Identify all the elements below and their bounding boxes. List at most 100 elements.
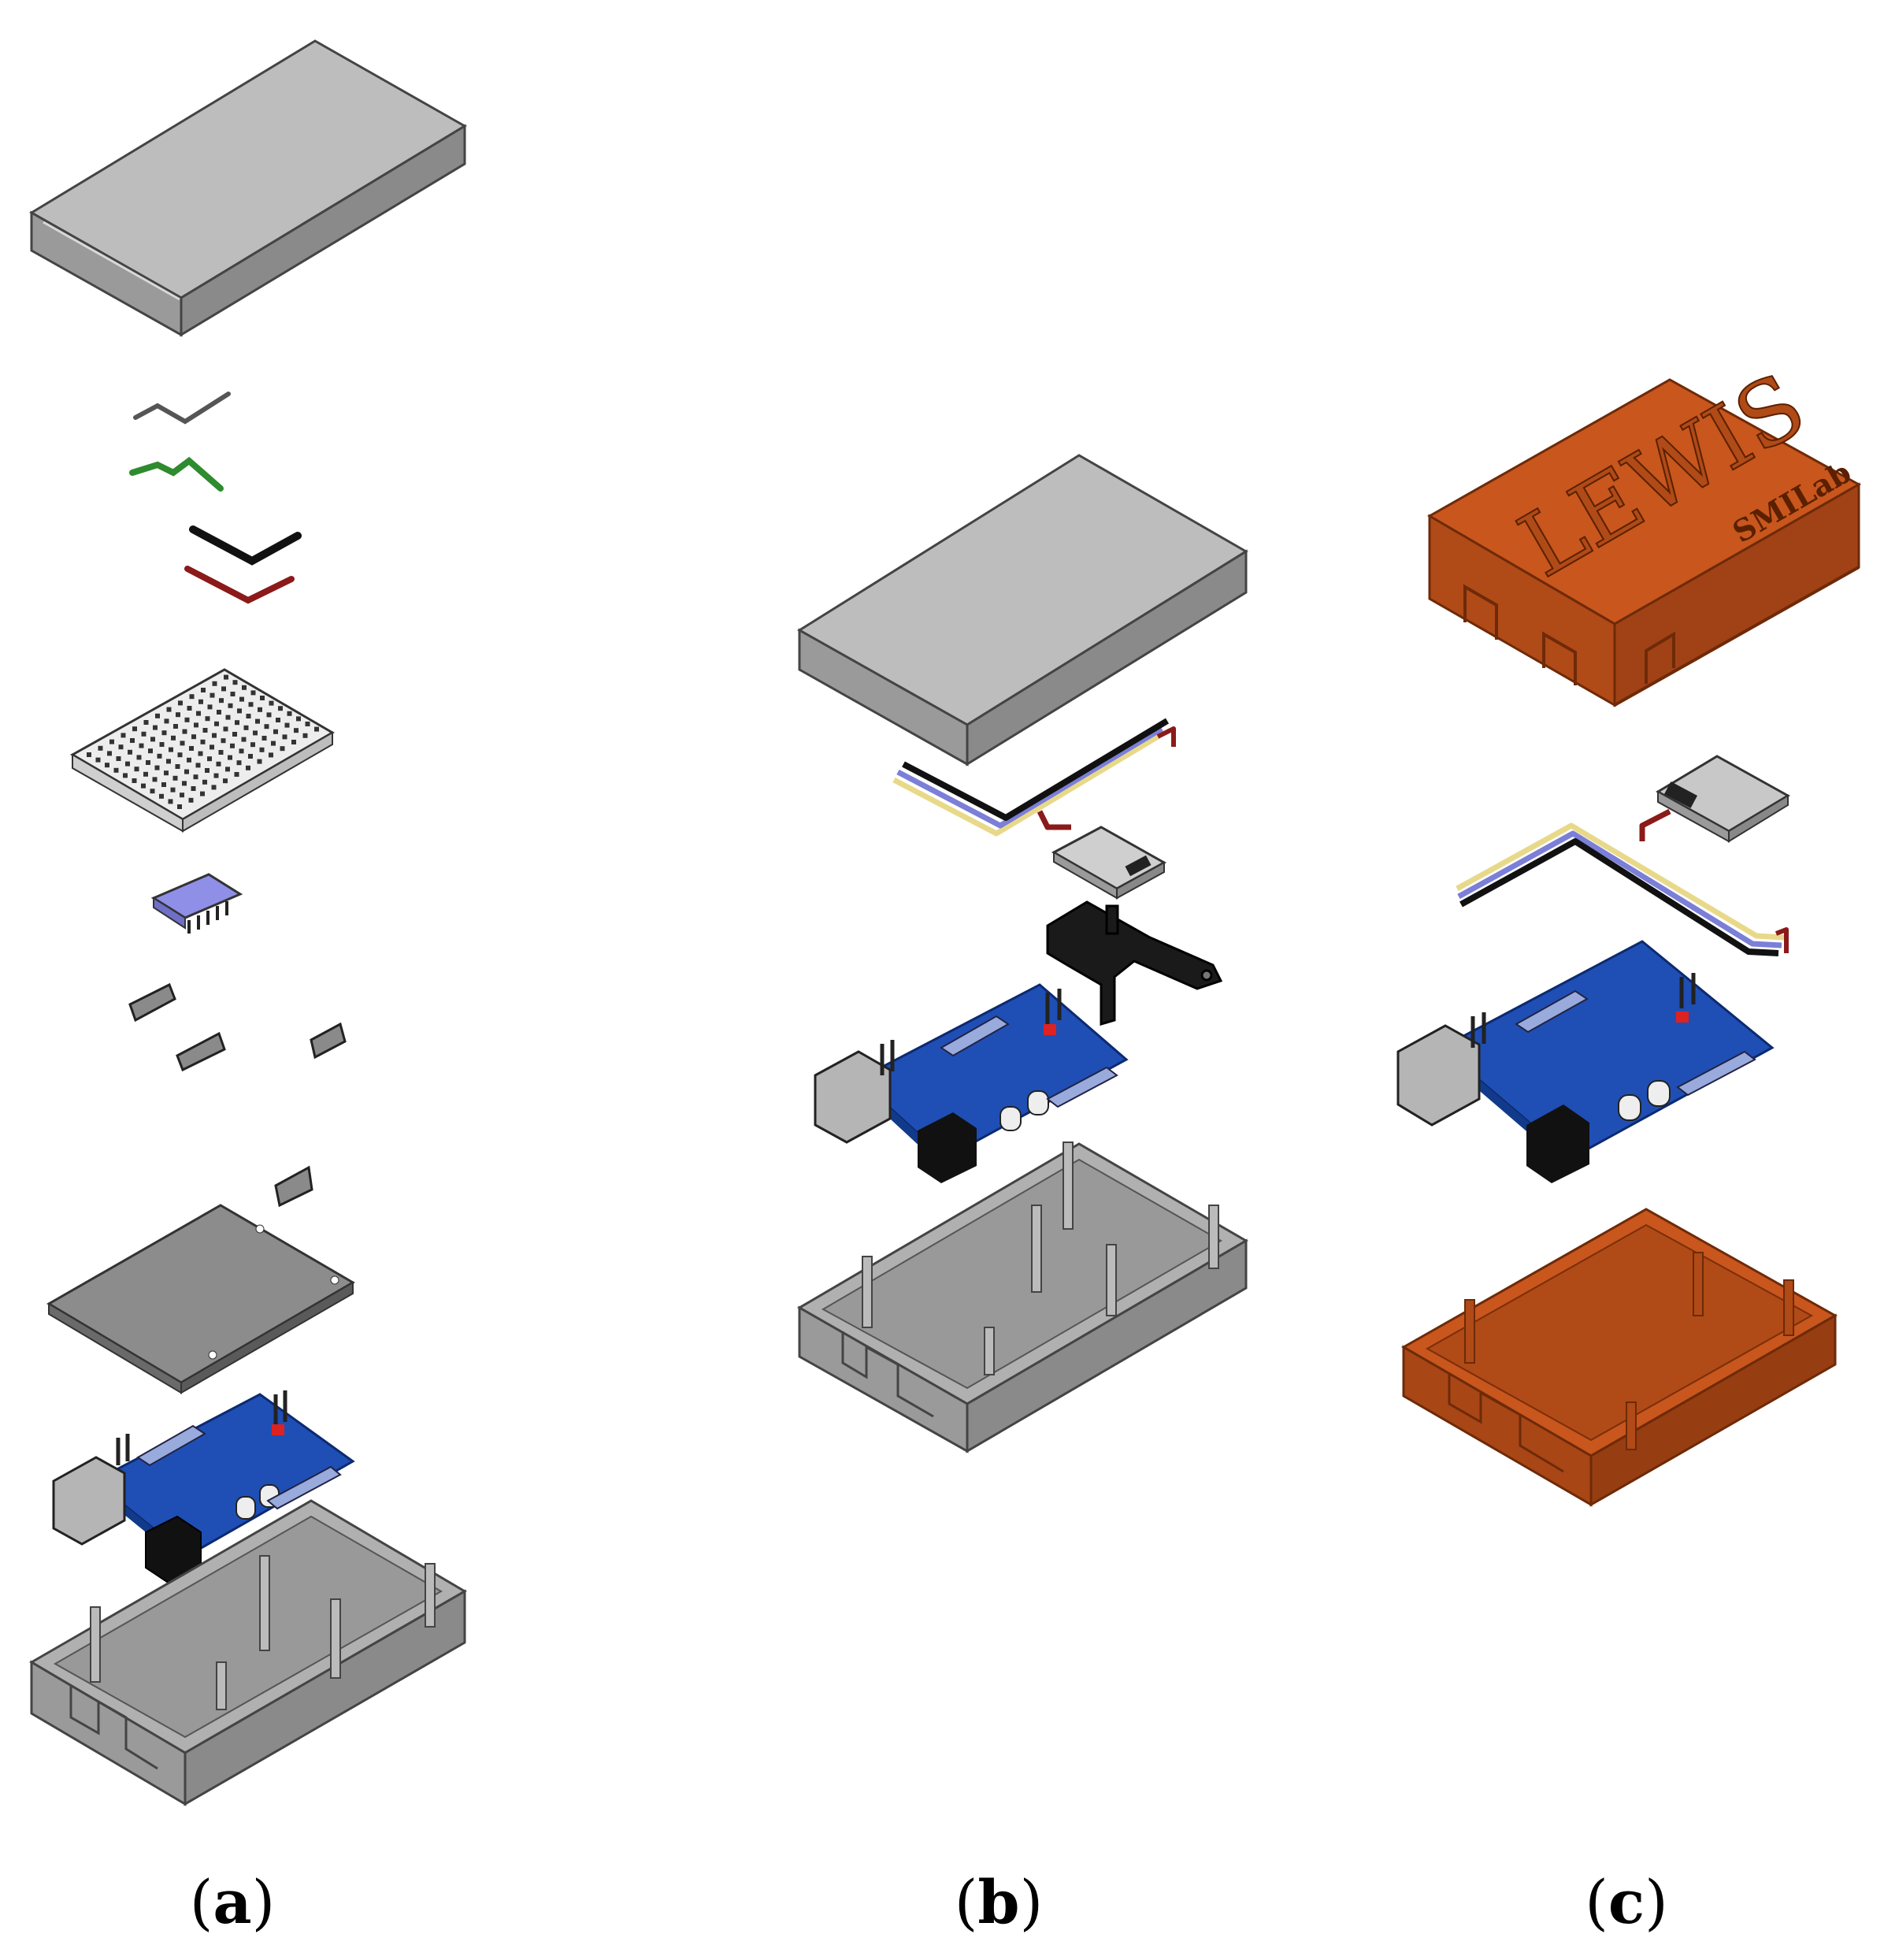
perfboard-hole [189,746,194,751]
wire-green [129,456,224,492]
perfboard-hole [221,738,226,744]
perfboard-hole [291,740,296,744]
perfboard-hole [246,714,251,718]
perfboard-hole [243,725,249,730]
perfboard-hole [207,756,212,762]
perfboard-hole [246,765,250,770]
perfboard-hole [234,772,239,777]
wire-red [184,566,295,604]
perfboard-hole [196,711,201,716]
perfboard-hole [193,774,198,780]
perfboard-hole [143,720,149,725]
wire-black [189,525,302,566]
perfboard-hole [172,775,178,781]
panel-a-arduino-board [52,1390,355,1585]
panel-a-perfboard [69,668,335,833]
perfboard-hole [212,681,217,686]
perfboard-hole [180,741,185,746]
perfboard-hole [109,739,114,744]
perfboard-hole [224,674,228,680]
perfboard-hole [266,712,272,718]
perfboard-hole [146,760,150,765]
perfboard-hole [132,726,137,732]
panel-a-enclosure-base [29,1499,467,1806]
perfboard-hole [264,724,269,729]
perfboard-hole [258,707,262,712]
perfboard-hole [184,769,189,774]
perfboard-hole [188,797,194,803]
panel-c-wire-bundle [1456,808,1789,956]
perfboard-hole [269,752,273,758]
perfboard-hole [191,786,196,791]
perfboard-hole [205,768,210,773]
perfboard-hole [242,685,247,690]
perfboard-hole [168,799,173,804]
perfboard-hole [121,733,126,738]
wire-gray [133,392,231,425]
panel-label-b: (b) [954,1867,1044,1937]
perfboard-hole [157,753,162,759]
perfboard-hole [195,763,201,768]
perfboard-hole [259,747,265,752]
perfboard-hole [271,741,276,746]
perfboard-hole [294,728,299,733]
perfboard-hole [113,767,119,773]
perfboard-hole [141,731,146,737]
perfboard-hole [223,726,228,732]
perfboard-hole [154,765,160,770]
perfboard-hole [164,770,169,776]
perfboard-hole [236,760,242,766]
perfboard-hole [177,752,183,758]
perfboard-hole [98,745,103,751]
perfboard-hole [250,742,255,748]
perfboard-hole [95,757,101,763]
perfboard-hole [212,733,217,738]
panel-a-exploded-view [29,39,467,1806]
perfboard-hole [223,778,228,784]
perfboard-hole [161,782,166,787]
perfboard-hole [284,722,290,728]
perfboard-hole [216,761,221,767]
panel-c-sensor-module [1656,755,1790,843]
perfboard-hole [228,703,233,708]
perfboard-hole [207,704,213,710]
perfboard-hole [210,744,214,750]
perfboard-hole [228,755,232,760]
perfboard-hole [148,748,153,754]
perfboard-hole [166,759,171,764]
perfboard-hole [194,722,198,728]
panel-b-arduino-board [814,983,1129,1183]
perfboard-hole [177,804,182,809]
panel-label-c: (c) [1585,1867,1668,1937]
perfboard-hole [118,744,124,750]
perfboard-hole [166,707,172,712]
perfboard-hole [225,715,231,720]
perfboard-hole [169,747,173,752]
perfboard-hole [257,759,262,764]
perfboard-hole [296,716,301,722]
perfboard-hole [152,777,158,782]
perfboard-hole [202,728,208,733]
perfboard-hole [248,754,253,759]
panel-a-header-connectors [128,982,347,1208]
perfboard-hole [200,791,205,796]
perfboard-hole [278,706,283,711]
perfboard-hole [217,710,221,715]
perfboard-hole [173,724,178,729]
perfboard-hole [225,767,230,772]
perfboard-hole [305,722,310,726]
perfboard-hole [260,696,265,700]
panel-a-sensor-chip [150,873,243,934]
perfboard-hole [239,748,244,754]
perfboard-hole [261,736,267,741]
panel-c-arduino-board [1396,940,1775,1183]
perfboard-hole [239,696,244,702]
perfboard-hole [150,789,155,794]
panel-a-wires [129,392,302,604]
perfboard-hole [150,737,155,742]
perfboard-hole [170,787,176,793]
perfboard-hole [232,680,238,685]
perfboard-hole [237,708,242,714]
perfboard-hole [116,756,121,761]
